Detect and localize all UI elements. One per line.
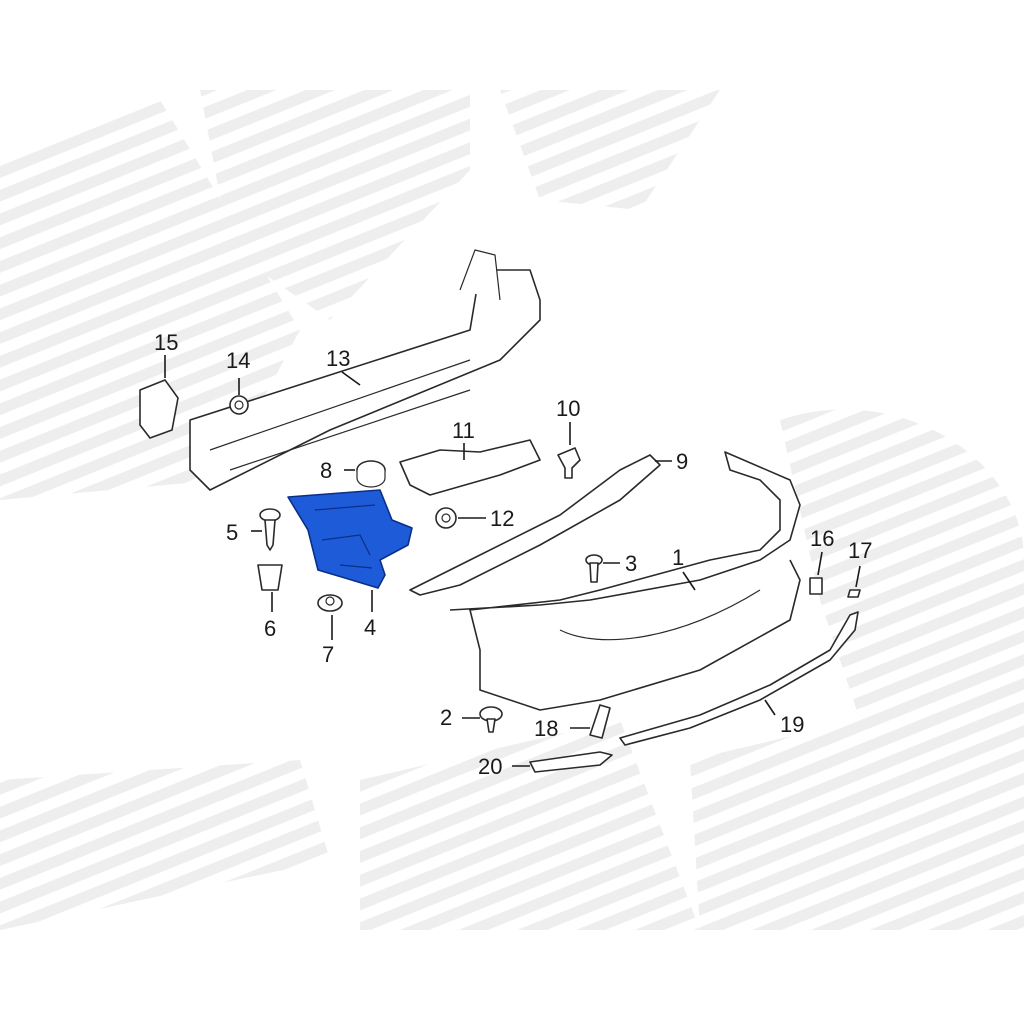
part-20-reflector-strip[interactable] (529, 751, 613, 773)
callout-5: 5 (226, 520, 238, 545)
callout-1: 1 (672, 545, 684, 570)
part-15-bracket[interactable] (139, 379, 179, 439)
part-9-mounting-rail[interactable] (409, 454, 661, 596)
part-18-trim[interactable] (589, 704, 611, 739)
part-13-bumper-reinforcement[interactable] (189, 249, 541, 491)
leader-lines (164, 355, 861, 767)
callout-11: 11 (452, 418, 475, 443)
callout-labels: 1 2 3 4 5 6 7 8 9 10 11 12 13 14 15 16 1… (154, 330, 872, 779)
part-10-clip[interactable] (557, 447, 581, 479)
part-19-diffuser[interactable] (619, 611, 859, 746)
part-12-nut[interactable] (435, 507, 457, 529)
part-4-bracket-highlighted[interactable] (287, 489, 413, 589)
callout-10: 10 (556, 396, 580, 421)
callout-7: 7 (322, 642, 334, 667)
callout-14: 14 (226, 348, 250, 373)
callout-15: 15 (154, 330, 178, 355)
callout-16: 16 (810, 526, 834, 551)
part-16-reflector[interactable] (809, 577, 823, 595)
callout-18: 18 (534, 716, 558, 741)
part-7-nut[interactable] (317, 594, 343, 612)
part-8-bumper-stop[interactable] (356, 460, 386, 488)
callout-3: 3 (625, 551, 637, 576)
callout-8: 8 (320, 458, 332, 483)
callout-19: 19 (780, 712, 804, 737)
callout-17: 17 (848, 538, 872, 563)
callout-6: 6 (264, 616, 276, 641)
callout-4: 4 (364, 615, 376, 640)
part-5-screw[interactable] (259, 508, 281, 551)
part-6-clip[interactable] (257, 564, 283, 591)
callout-20: 20 (478, 754, 502, 779)
callout-2: 2 (440, 705, 452, 730)
part-2-push-clip[interactable] (479, 706, 503, 733)
part-11-guide-bracket[interactable] (399, 439, 541, 496)
watermark-logo (0, 90, 1024, 930)
callout-12: 12 (490, 506, 514, 531)
part-14-nut[interactable] (229, 395, 249, 415)
callout-9: 9 (676, 449, 688, 474)
part-17-trim[interactable] (847, 589, 861, 598)
part-1-bumper-cover[interactable] (449, 451, 801, 711)
part-3-bolt[interactable] (585, 554, 603, 583)
callout-13: 13 (326, 346, 350, 371)
